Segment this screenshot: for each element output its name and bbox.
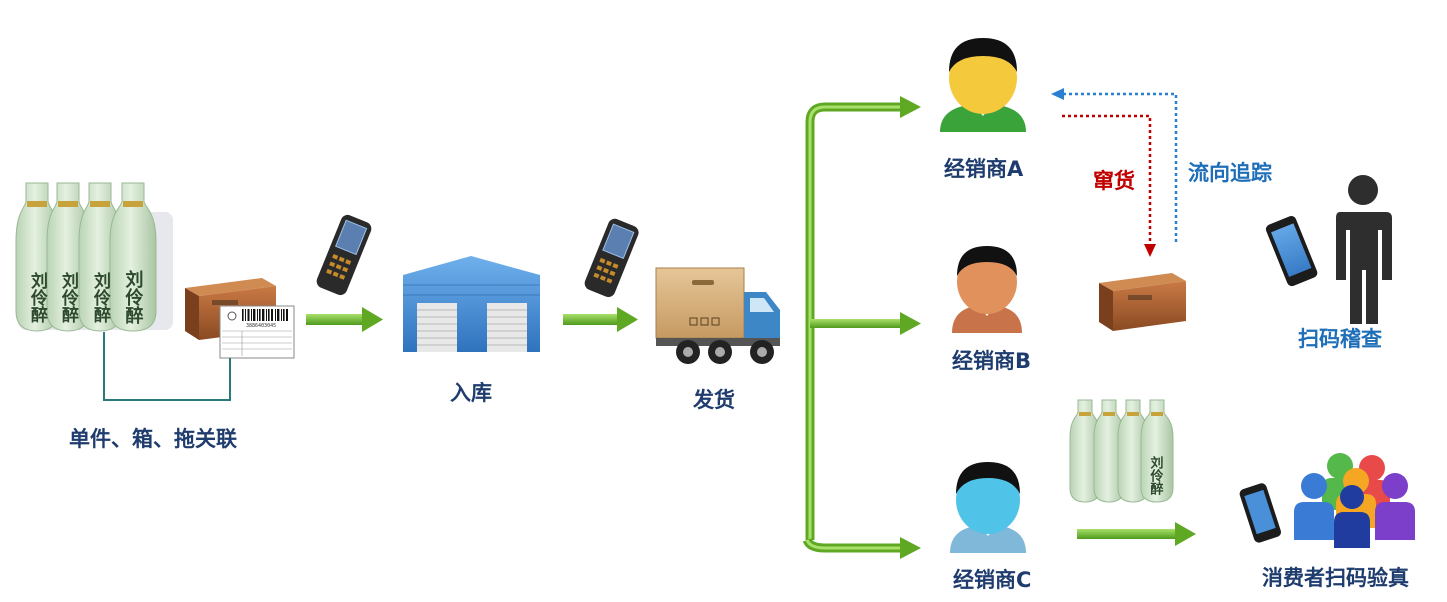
bottle-brand-text: 刘伶醉 <box>58 271 80 323</box>
bottle-icon <box>1140 399 1174 503</box>
dealer-avatar-icon <box>940 38 1026 132</box>
diversion-arrow <box>1062 114 1156 257</box>
dealer-avatar-icon <box>950 462 1026 553</box>
dealer-a-label: 经销商A <box>944 157 1024 181</box>
dealer-avatar-icon <box>952 246 1022 333</box>
dealer-c-label: 经销商C <box>953 568 1032 592</box>
distribution-branch-arrows <box>802 96 921 559</box>
shipping-label: 发货 <box>693 388 735 412</box>
bottle-icon <box>1069 399 1101 503</box>
smartphone-icon <box>1239 483 1281 543</box>
flow-tracking-label: 流向追踪 <box>1188 161 1272 185</box>
bottle-brand-text: 刘伶醉 <box>123 269 145 325</box>
bottle-brand-text: 刘伶醉 <box>27 271 49 323</box>
bottle-icon <box>1093 399 1125 503</box>
flow-arrow <box>306 307 383 332</box>
delivery-truck-icon <box>655 267 780 364</box>
bottle-brand-text: 刘伶醉 <box>90 271 112 323</box>
flow-arrow <box>1077 522 1196 546</box>
scan-inspect-label: 扫码稽查 <box>1298 327 1382 351</box>
bottle-brand-text: 刘伶醉 <box>1148 455 1165 496</box>
barcode-number: 3886403045 <box>246 323 276 329</box>
consumer-verify-label: 消费者扫码验真 <box>1262 566 1409 590</box>
handheld-scanner-icon <box>316 214 372 296</box>
product-bottles-small: 刘伶醉 <box>1069 399 1174 503</box>
inbound-label: 入库 <box>450 381 492 405</box>
inspector-person-icon <box>1336 175 1392 324</box>
association-connector <box>103 332 231 401</box>
smartphone-icon <box>1265 215 1318 287</box>
flow-tracking-arrow <box>1051 88 1178 242</box>
bottle-icon <box>109 182 157 332</box>
consumer-group-icon <box>1294 453 1415 548</box>
product-bottles: 刘伶醉 刘伶醉 刘伶醉 刘伶醉 <box>15 182 173 332</box>
association-label: 单件、箱、拖关联 <box>69 427 237 451</box>
warehouse-icon <box>403 256 540 352</box>
dealer-b-label: 经销商B <box>952 349 1032 373</box>
carton-box-icon <box>1099 273 1186 331</box>
handheld-scanner-icon <box>584 218 639 298</box>
barcode-label-icon: 3886403045 <box>219 305 295 359</box>
flow-arrow <box>563 307 638 332</box>
diversion-label: 窜货 <box>1093 169 1135 193</box>
